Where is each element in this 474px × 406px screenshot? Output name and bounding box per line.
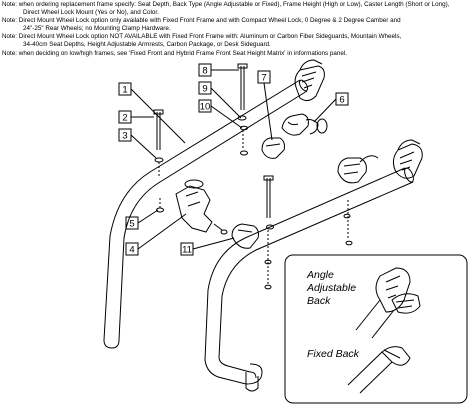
inset-angle-line2: Adjustable <box>306 282 356 294</box>
note-line-3: Note: Direct Mount Wheel Lock option onl… <box>2 17 401 25</box>
left-back-clamp <box>294 59 325 102</box>
clamp-assembly-11 <box>231 223 259 249</box>
assembly-guide-lines <box>158 130 349 284</box>
wheel-lock-bracket <box>175 179 228 235</box>
note-line-2: Direct Wheel Lock Mount (Yes or No), and… <box>23 9 159 17</box>
callout-leaders <box>130 69 337 250</box>
inset-labels: Angle Adjustable Back Fixed Back <box>306 269 360 360</box>
callout-3: 3 <box>122 131 127 142</box>
inset-angle-line3: Back <box>307 295 331 307</box>
callout-11: 11 <box>182 245 192 256</box>
callout-9: 9 <box>202 84 207 95</box>
back-type-inset <box>284 254 468 404</box>
callout-1: 1 <box>122 85 127 96</box>
callout-boxes <box>118 63 349 256</box>
callout-2: 2 <box>122 113 127 124</box>
left-frame-tube <box>103 79 309 349</box>
callout-numbers: 1 2 3 5 4 6 7 8 9 10 11 <box>122 66 344 256</box>
ordering-notes: Note: when ordering replacement frame sp… <box>2 1 472 58</box>
callout-10: 10 <box>200 102 211 113</box>
note-line-7: Note: when deciding on low/high frames, … <box>2 49 348 57</box>
callout-6: 6 <box>339 95 344 106</box>
callout-8: 8 <box>202 66 207 77</box>
clamp-assembly-6 <box>281 113 328 136</box>
right-back-grip <box>392 139 423 179</box>
note-line-5: Note: Direct Mount Wheel Lock option NOT… <box>2 33 402 41</box>
note-line-6: 34-40cm Seat Depths, Height Adjustable A… <box>23 41 271 49</box>
note-line-4: 24"-25" Rear Wheels; no Mounting Clamp H… <box>23 25 171 33</box>
bolt-8 <box>237 63 248 110</box>
note-line-1: Note: when ordering replacement frame sp… <box>2 1 450 8</box>
bolt-front <box>263 175 274 218</box>
clamp-assembly-7 <box>261 137 285 159</box>
callout-5: 5 <box>129 219 134 230</box>
callout-4: 4 <box>129 245 134 256</box>
front-tube-clamp <box>337 155 379 184</box>
inset-angle-line1: Angle <box>306 269 334 281</box>
callout-7: 7 <box>261 73 266 84</box>
inset-fixed-back: Fixed Back <box>307 348 360 360</box>
